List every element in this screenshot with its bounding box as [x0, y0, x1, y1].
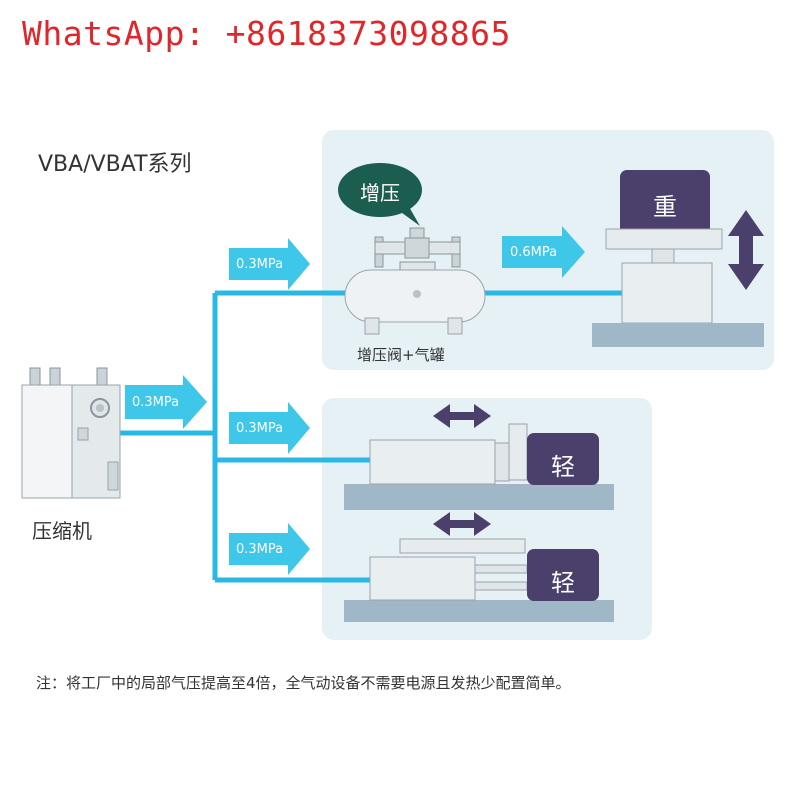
branch-pressure-label-mid: 0.3MPa: [236, 421, 284, 436]
booster-bubble: [338, 163, 422, 226]
horizontal-motion-arrow-icon-1: [433, 404, 491, 428]
light-load-label-1: 轻: [551, 453, 575, 481]
heavy-press-icon: [592, 170, 764, 347]
series-title: VBA/VBAT系列: [38, 152, 192, 177]
compressor-label: 压缩机: [32, 519, 92, 543]
compressor-icon: [21, 367, 121, 499]
vertical-motion-arrow-icon: [728, 210, 764, 290]
footnote: 注：将工厂中的局部气压提高至4倍，全气动设备不需要电源且发热少配置简单。: [36, 674, 571, 692]
horizontal-motion-arrow-icon-2: [433, 512, 491, 536]
pressure-arrow-top: [229, 238, 310, 290]
main-pressure-label: 0.3MPa: [132, 395, 180, 410]
branch-pressure-label-bottom: 0.3MPa: [236, 542, 284, 557]
pressure-arrow-output: [502, 226, 585, 278]
pressure-arrow-bottom: [229, 523, 310, 575]
light-load-label-2: 轻: [551, 569, 575, 597]
whatsapp-watermark: WhatsApp: +8618373098865: [22, 14, 511, 53]
air-pipes: [118, 290, 622, 583]
booster-tank-label: 增压阀+气罐: [357, 346, 445, 364]
output-pressure-label: 0.6MPa: [510, 245, 558, 260]
booster-valve-tank-icon: [344, 227, 486, 335]
light-machine-1-icon: [344, 423, 614, 510]
heavy-load-label: 重: [653, 193, 677, 221]
light-machine-2-icon: [344, 538, 614, 622]
booster-bubble-text: 增压: [360, 181, 400, 205]
pressure-arrow-main: [125, 375, 207, 429]
pressure-arrow-mid: [229, 402, 310, 454]
branch-pressure-label-top: 0.3MPa: [236, 257, 284, 272]
